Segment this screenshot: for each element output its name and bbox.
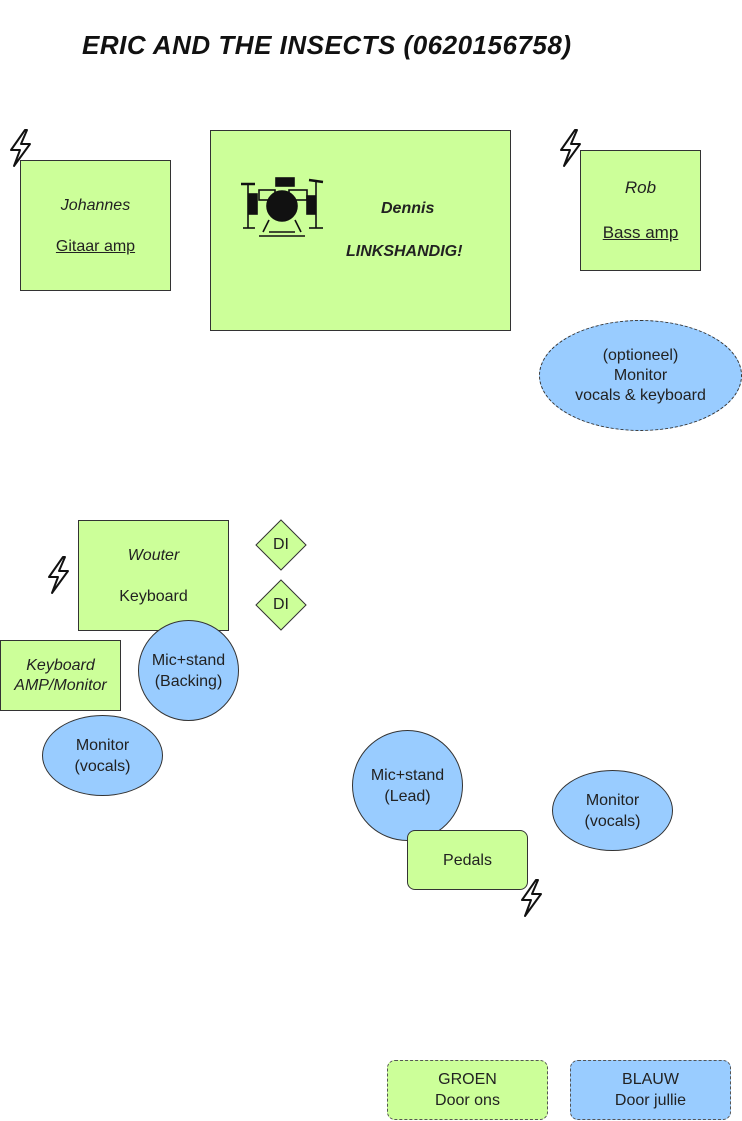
pedals-box: Pedals xyxy=(407,830,528,890)
johannes-guitar-amp-box: Johannes Gitaar amp xyxy=(20,160,171,291)
monitor-vocals-left-ellipse: Monitor (vocals) xyxy=(42,715,163,796)
wouter-instrument: Keyboard xyxy=(119,587,188,605)
johannes-amp: Gitaar amp xyxy=(55,237,136,255)
rob-bass-amp-box: Rob Bass amp xyxy=(580,150,701,271)
pedals-label: Pedals xyxy=(443,851,492,869)
optional-monitor-line1: (optioneel) xyxy=(602,346,679,364)
keyboard-amp-line1: Keyboard xyxy=(26,656,95,674)
power-bolt-icon xyxy=(560,129,581,167)
johannes-name: Johannes xyxy=(60,196,131,214)
optional-monitor-line2: Monitor xyxy=(613,366,668,384)
power-bolt-icon xyxy=(521,879,542,917)
mic-backing-line1: Mic+stand xyxy=(151,651,226,669)
legend-green-desc: Door ons xyxy=(435,1092,500,1109)
mic-lead-line2: (Lead) xyxy=(384,787,431,805)
legend-green-title: GROEN xyxy=(438,1071,497,1088)
page-title: ERIC AND THE INSECTS (0620156758) xyxy=(82,30,572,60)
rob-name: Rob xyxy=(624,178,657,197)
monitor-left-line2: (vocals) xyxy=(74,757,131,775)
monitor-right-line1: Monitor xyxy=(585,791,640,809)
optional-monitor-line3: vocals & keyboard xyxy=(575,386,706,404)
mic-backing-line2: (Backing) xyxy=(154,672,223,690)
power-bolt-icon xyxy=(10,129,31,167)
keyboard-amp-monitor-box: Keyboard AMP/Monitor xyxy=(0,640,121,711)
di-box-1 xyxy=(255,519,307,571)
wouter-keyboard-box: Wouter Keyboard xyxy=(78,520,229,631)
wouter-name: Wouter xyxy=(127,546,180,564)
di-label-1: DI xyxy=(273,536,289,553)
monitor-left-line1: Monitor xyxy=(75,736,130,754)
legend-blue: BLAUW Door jullie xyxy=(570,1060,731,1120)
optional-monitor-ellipse: (optioneel) Monitor vocals & keyboard xyxy=(539,320,742,431)
mic-lead-line1: Mic+stand xyxy=(370,766,445,784)
mic-stand-lead-circle: Mic+stand (Lead) xyxy=(352,730,463,841)
power-bolt-icon xyxy=(48,556,69,594)
di-box-2 xyxy=(255,579,307,631)
dennis-note: LINKSHANDIG! xyxy=(346,243,463,260)
legend-blue-desc: Door jullie xyxy=(614,1092,687,1109)
monitor-right-line2: (vocals) xyxy=(584,812,641,830)
legend-blue-title: BLAUW xyxy=(622,1071,679,1088)
dennis-name: Dennis xyxy=(381,200,435,217)
legend-green: GROEN Door ons xyxy=(387,1060,548,1120)
keyboard-amp-line2: AMP/Monitor xyxy=(14,676,107,694)
mic-stand-backing-circle: Mic+stand (Backing) xyxy=(138,620,239,721)
di-label-2: DI xyxy=(273,596,289,613)
drum-kit-icon xyxy=(241,177,324,237)
rob-amp: Bass amp xyxy=(602,223,679,242)
monitor-vocals-right-ellipse: Monitor (vocals) xyxy=(552,770,673,851)
dennis-drums-box: Dennis LINKSHANDIG! xyxy=(210,130,511,331)
